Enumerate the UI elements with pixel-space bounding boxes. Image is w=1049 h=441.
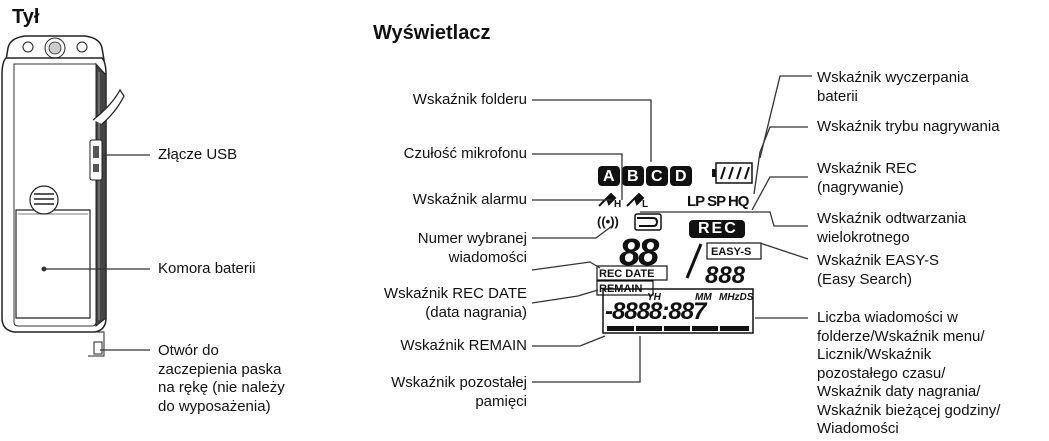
folder-d: D (675, 168, 687, 185)
message-number-label: Numer wybranej wiadomości (417, 230, 527, 266)
folder-c: C (651, 168, 663, 185)
mm-label: MM (695, 292, 712, 303)
easy-s-label: Wskaźnik EASY-S (Easy Search) (817, 252, 939, 288)
mic-low: L (642, 199, 649, 210)
lcd-display: A B C D H L LP SP HQ REC ((•)) EASY-S 88… (595, 158, 767, 338)
rec-date-label: Wskaźnik REC DATE (data nagrania) (383, 285, 527, 321)
lcd-frame (596, 162, 762, 334)
folder-a: A (603, 168, 615, 185)
folder-b: B (627, 168, 639, 185)
back-view-title: Tył (12, 6, 40, 28)
rec-indicator: REC (698, 220, 738, 237)
mic-high: H (614, 199, 622, 210)
main-counter: -8888:887 (605, 298, 706, 325)
easy-s-indicator: EASY-S (711, 246, 752, 258)
remain-indicator: REMAIN (599, 283, 643, 295)
mhz-label: MHzDS (719, 292, 754, 303)
rec-date-indicator: REC DATE (599, 268, 655, 280)
usb-connector-label: Złącze USB (158, 146, 238, 163)
display-title: Wyświetlacz (373, 22, 491, 44)
alarm-indicator-label: Wskaźnik alarmu (412, 191, 527, 208)
message-number: 88 (619, 232, 659, 274)
remain-label: Wskaźnik REMAIN (400, 337, 527, 354)
battery-compartment-label: Komora baterii (158, 260, 256, 277)
yh-label: YH (647, 292, 661, 303)
folder-indicator-label: Wskaźnik folderu (412, 91, 527, 108)
repeat-playback-label: Wskaźnik odtwarzania wielokrotnego (817, 210, 967, 246)
rec-label: Wskaźnik REC (nagrywanie) (817, 160, 918, 196)
record-mode-label: Wskaźnik trybu nagrywania (817, 118, 1000, 135)
counter-label: Liczba wiadomości w folderze/Wskaźnik me… (817, 309, 1001, 437)
mic-sensitivity-label: Czułość mikrofonu (403, 145, 527, 162)
memory-label: Wskaźnik pozostałej pamięci (391, 374, 527, 410)
battery-indicator-label: Wskaźnik wyczerpania baterii (817, 69, 969, 105)
small-counter: 888 (705, 262, 746, 289)
alarm-indicator: ((•)) (597, 214, 619, 229)
strap-hole-label: Otwór do zaczepienia paska na rękę (nie … (158, 342, 285, 415)
record-mode-indicator: LP SP HQ (687, 193, 749, 210)
